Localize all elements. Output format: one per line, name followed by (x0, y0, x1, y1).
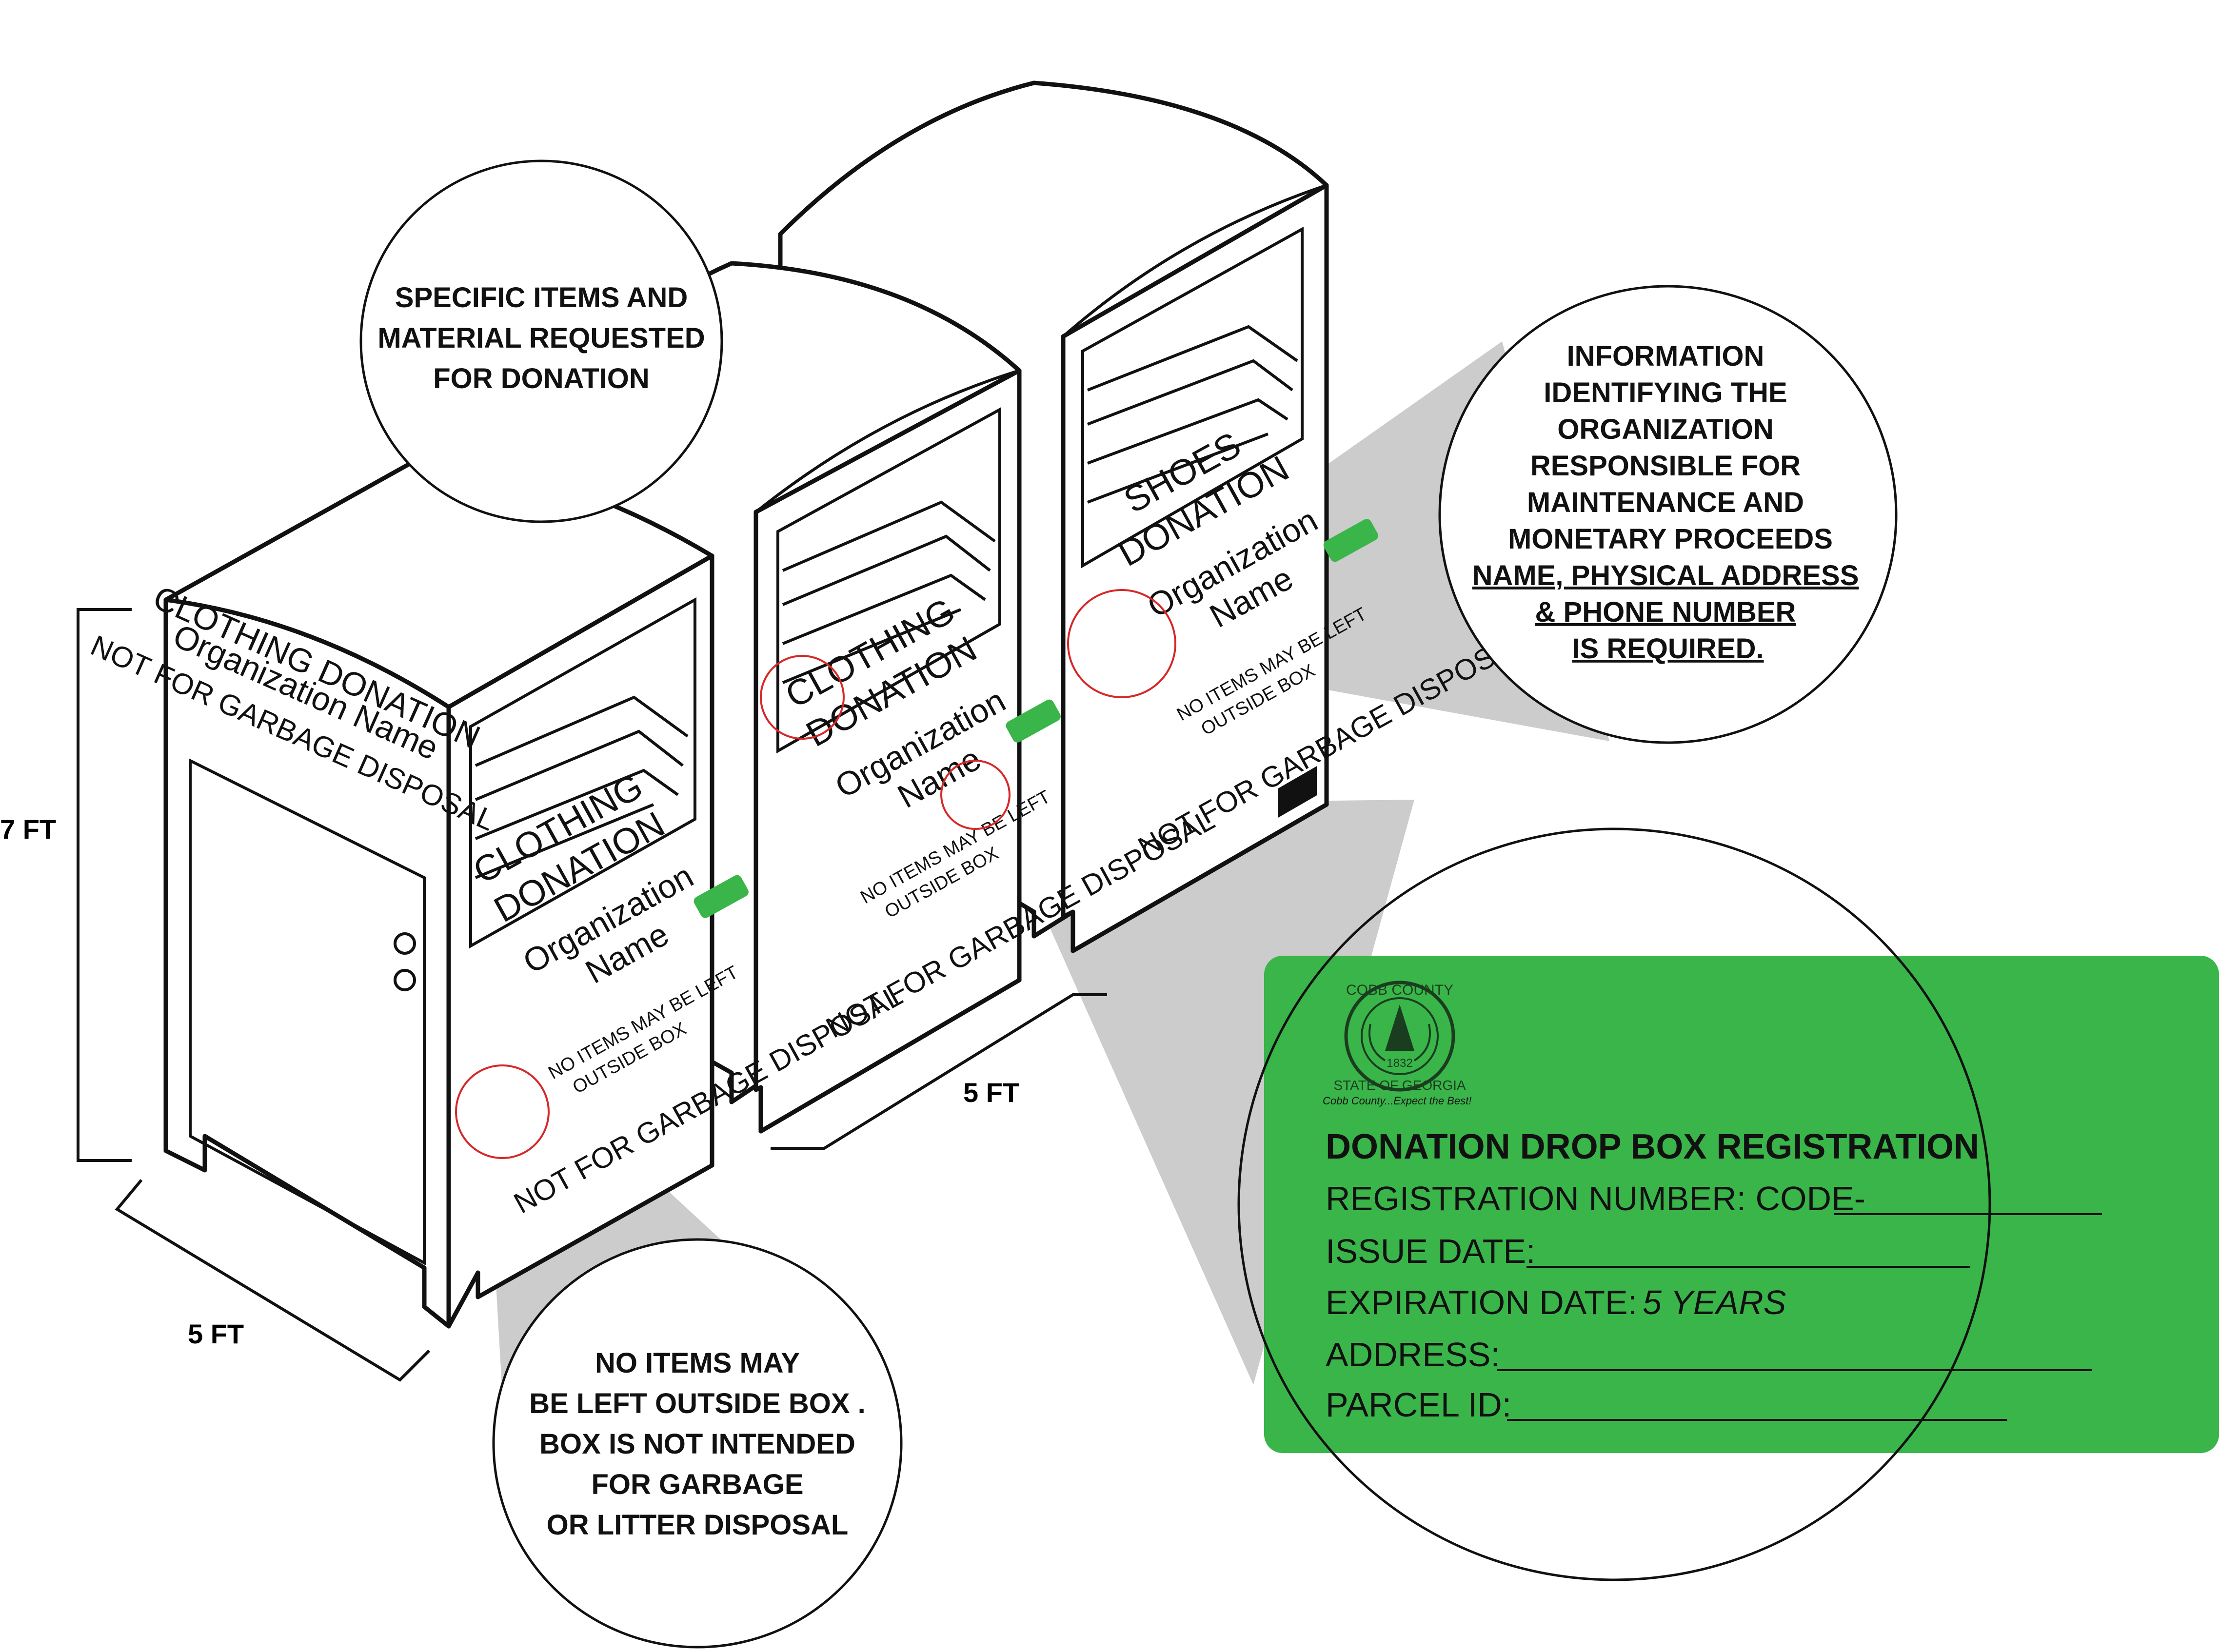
callout-org-required3: IS REQUIRED. (1572, 633, 1764, 665)
door-knob-bottom (394, 969, 416, 991)
callout-org-line6: MONETARY PROCEEDS (1508, 523, 1833, 555)
width-right-label: 5 FT (963, 1077, 1019, 1108)
callout-org-required2: & PHONE NUMBER (1535, 596, 1796, 628)
callout-org-line3: ORGANIZATION (1557, 413, 1774, 445)
callout-outside-line3: BOX IS NOT INTENDED (539, 1428, 855, 1460)
address-label: ADDRESS: (1326, 1336, 1500, 1374)
height-bracket (77, 608, 132, 1162)
callout-org-line1: INFORMATION (1567, 340, 1764, 372)
seal-year: 1832 (1387, 1057, 1412, 1070)
box-right-sticker (1323, 519, 1379, 562)
callout-items-line3: FOR DONATION (433, 363, 650, 394)
width-left-bracket (115, 1179, 431, 1382)
box-right-marker (1067, 589, 1176, 698)
box-middle-marker-title (760, 655, 845, 740)
callout-organization: INFORMATION IDENTIFYING THE ORGANIZATION… (1438, 285, 1898, 744)
box-right-front (1061, 183, 1329, 953)
registration-card: COBB COUNTY STATE OF GEORGIA 1832 Cobb C… (1264, 956, 2219, 1453)
callout-org-line2: IDENTIFYING THE (1544, 377, 1787, 409)
expiration-date-value: 5 YEARS (1643, 1283, 1786, 1321)
issue-date-label: ISSUE DATE: (1326, 1232, 1535, 1270)
box-middle-front (753, 368, 1022, 1134)
callout-outside-line4: FOR GARBAGE (592, 1469, 804, 1500)
box-left-sticker (694, 875, 749, 918)
callout-outside: NO ITEMS MAY BE LEFT OUTSIDE BOX . BOX I… (492, 1238, 903, 1649)
callout-outside-line1: NO ITEMS MAY (595, 1347, 800, 1379)
dimension-markers: 7 FT 5 FT 5 FT (0, 608, 1107, 1382)
registration-number-label: REGISTRATION NUMBER: CODE- (1326, 1180, 1865, 1218)
box-left-marker (455, 1064, 550, 1159)
expiration-date-label: EXPIRATION DATE: (1326, 1283, 1637, 1321)
parcel-id-label: PARCEL ID: (1326, 1386, 1511, 1424)
callout-items: SPECIFIC ITEMS AND MATERIAL REQUESTED FO… (359, 159, 723, 523)
height-label: 7 FT (0, 814, 56, 845)
box-middle-marker-sticker (940, 760, 1011, 830)
box-left-side (163, 597, 451, 1329)
box-left-door (189, 758, 426, 1266)
callout-items-line1: SPECIFIC ITEMS AND (395, 282, 688, 314)
callout-outside-line5: OR LITTER DISPOSAL (547, 1509, 849, 1541)
width-right-bracket (771, 993, 1107, 1150)
callout-org-required1: NAME, PHYSICAL ADDRESS (1472, 560, 1859, 591)
callout-org-line4: RESPONSIBLE FOR (1530, 450, 1801, 482)
seal-top-text: COBB COUNTY (1346, 982, 1453, 998)
callout-outside-line2: BE LEFT OUTSIDE BOX . (529, 1388, 866, 1419)
county-tagline: Cobb County...Expect the Best! (1323, 1095, 1471, 1107)
magnifier-circle (1237, 827, 1991, 1581)
width-left-label: 5 FT (188, 1318, 244, 1349)
county-seal: COBB COUNTY STATE OF GEORGIA 1832 (1333, 981, 1466, 1093)
registration-card-bg (1264, 956, 2219, 1453)
drop-box-left: CLOTHING DONATION Organization Name NOT … (86, 456, 908, 1329)
seal-bottom-text: STATE OF GEORGIA (1333, 1078, 1466, 1093)
door-knob-top (394, 932, 416, 955)
callout-items-line2: MATERIAL REQUESTED (377, 322, 705, 354)
callout-org-line5: MAINTENANCE AND (1527, 487, 1804, 518)
registration-title: DONATION DROP BOX REGISTRATION (1326, 1127, 1979, 1166)
box-middle-sticker (1006, 699, 1061, 743)
